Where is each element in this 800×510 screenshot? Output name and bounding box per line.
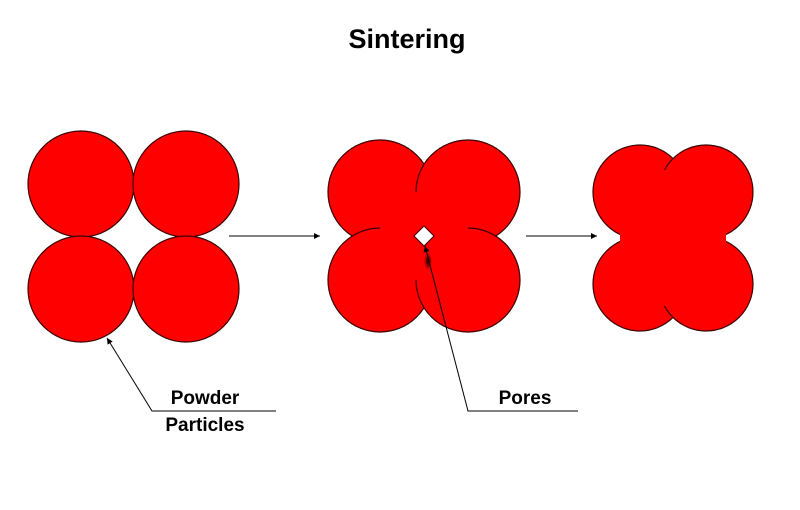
pores-callout: Pores	[423, 245, 578, 412]
pores-label: Pores	[499, 388, 552, 409]
powder-particles-callout: Powder Particles	[106, 337, 276, 436]
powder-particle-bottom-right	[132, 235, 240, 343]
stage-loose-powder	[27, 130, 240, 343]
stage-densified	[592, 144, 754, 332]
powder-leader-line	[106, 337, 276, 412]
dense-core-fill	[620, 170, 726, 306]
pores-leader-line	[423, 245, 578, 412]
powder-particle-bottom-left	[27, 235, 135, 343]
powder-particle-top-left	[27, 130, 135, 238]
diagram-title: Sintering	[348, 24, 465, 54]
powder-label-line-1: Powder	[171, 388, 240, 409]
powder-label-line-2: Particles	[165, 415, 244, 436]
stage-necking-with-pore	[327, 139, 521, 333]
powder-particle-top-right	[132, 130, 240, 238]
